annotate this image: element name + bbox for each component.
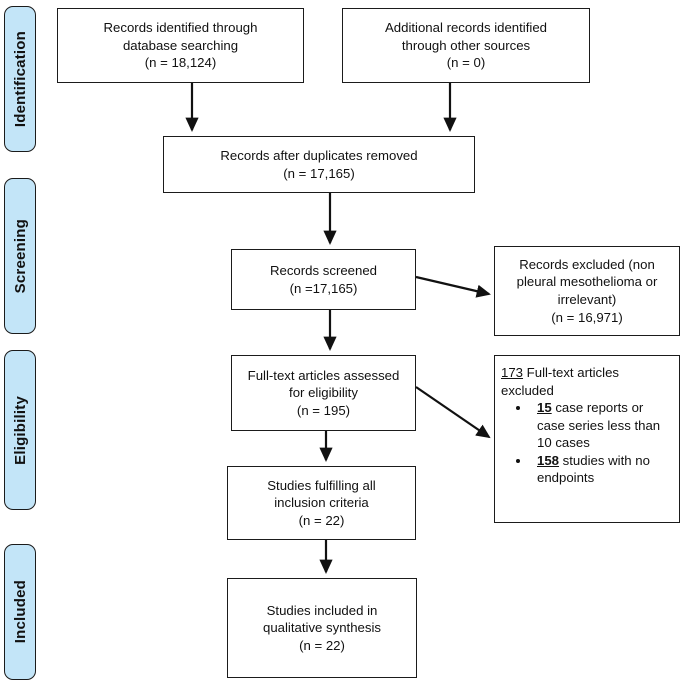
box-fulltext-assessed: Full-text articles assessed for eligibil… (231, 355, 416, 431)
reason-1-count: 15 (537, 400, 552, 416)
box-records-identified-text: Records identified through database sear… (103, 20, 258, 71)
reason-2-count: 158 (537, 452, 560, 468)
stage-pill-identification: Identification (4, 6, 36, 152)
box-fulltext-excluded: 173 Full-text articles excluded 15 case … (494, 355, 680, 523)
arrow-fulltext-to-excluded (415, 386, 491, 439)
reason-1-text: case reports or case series less than 10… (537, 400, 661, 451)
box-records-screened-text: Records screened (n =17,165) (269, 262, 378, 296)
box-studies-included-text: Studies included in qualitative synthesi… (262, 602, 382, 653)
stage-label-screening: Screening (11, 218, 29, 294)
stage-pill-included: Included (4, 544, 36, 680)
stage-pill-eligibility: Eligibility (4, 350, 36, 510)
box-after-duplicates: Records after duplicates removed (n = 17… (163, 136, 475, 193)
arrow-screened-to-excluded (415, 275, 491, 298)
box-studies-fulfilling-text: Studies fulfilling all inclusion criteri… (267, 477, 376, 528)
stage-label-included: Included (11, 580, 29, 644)
stage-pill-screening: Screening (4, 178, 36, 334)
fulltext-excluded-heading-rest: Full-text articles excluded (501, 365, 620, 398)
fulltext-excluded-count: 173 (501, 365, 524, 380)
box-records-screened: Records screened (n =17,165) (231, 249, 416, 310)
stage-label-identification: Identification (11, 30, 29, 128)
fulltext-excluded-heading: 173 Full-text articles excluded (501, 364, 671, 399)
box-studies-included: Studies included in qualitative synthesi… (227, 578, 417, 678)
list-item: 15 case reports or case series less than… (531, 399, 671, 452)
box-records-excluded: Records excluded (non pleural mesothelio… (494, 246, 680, 336)
box-records-excluded-text: Records excluded (non pleural mesothelio… (516, 256, 658, 325)
reason-2-text: studies with no endpoints (537, 452, 650, 486)
box-additional-records-text: Additional records identified through ot… (384, 20, 547, 71)
box-studies-fulfilling: Studies fulfilling all inclusion criteri… (227, 466, 416, 540)
fulltext-excluded-reason-list: 15 case reports or case series less than… (501, 399, 671, 487)
box-records-identified: Records identified through database sear… (57, 8, 304, 83)
box-fulltext-assessed-text: Full-text articles assessed for eligibil… (247, 367, 400, 418)
box-after-duplicates-text: Records after duplicates removed (n = 17… (220, 147, 418, 181)
list-item: 158 studies with no endpoints (531, 452, 671, 487)
box-additional-records: Additional records identified through ot… (342, 8, 590, 83)
stage-label-eligibility: Eligibility (11, 395, 29, 465)
